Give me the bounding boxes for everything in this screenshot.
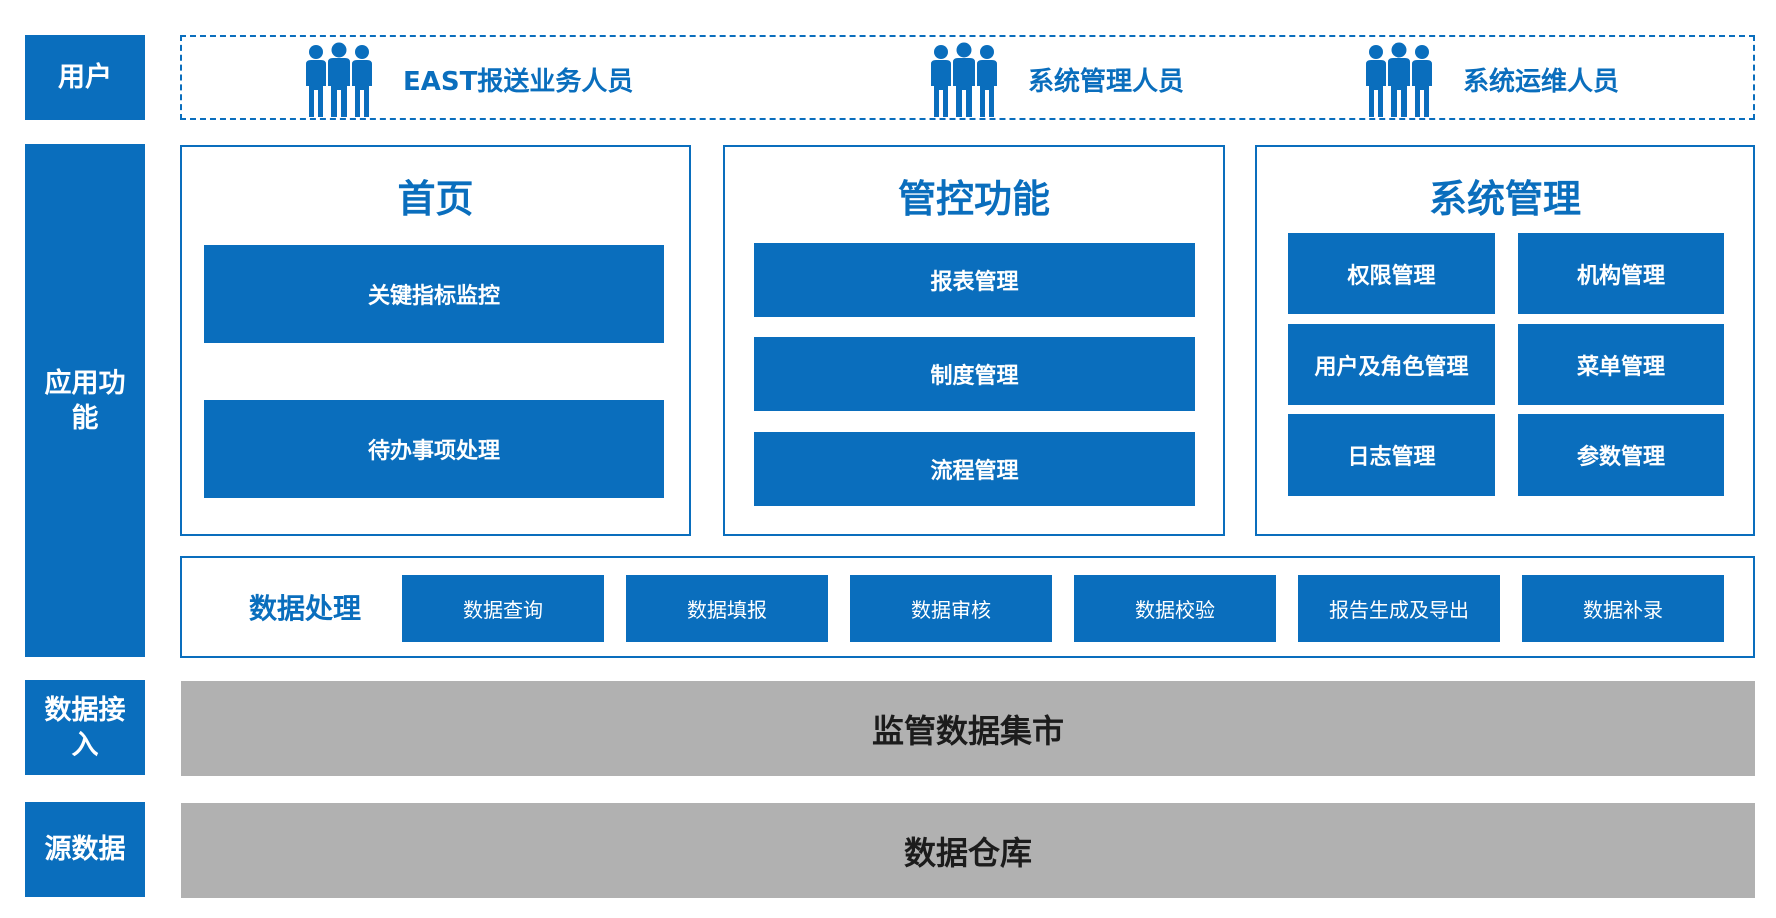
control-item-policy[interactable]: 制度管理 — [754, 337, 1195, 411]
processing-item-query[interactable]: 数据查询 — [402, 575, 604, 642]
user-label-ops: 系统运维人员 — [1463, 67, 1620, 97]
data-mart-band: 监管数据集市 — [181, 681, 1755, 776]
user-group-sysadmin: 系统管理人员 — [928, 42, 1184, 117]
processing-item-validate[interactable]: 数据校验 — [1074, 575, 1276, 642]
layer-label-source: 源数据 — [25, 802, 145, 897]
panel-control-title: 管控功能 — [897, 176, 1050, 221]
processing-item-audit[interactable]: 数据审核 — [850, 575, 1052, 642]
people-group-icon — [931, 42, 997, 117]
layer-label-user: 用户 — [25, 35, 145, 120]
layer-label-data-access-text: 数据接入 — [44, 694, 126, 761]
home-item-kpi-monitor[interactable]: 关键指标监控 — [204, 245, 664, 343]
system-item-user-role[interactable]: 用户及角色管理 — [1288, 324, 1495, 405]
system-item-param[interactable]: 参数管理 — [1518, 414, 1724, 496]
people-group-icon — [306, 42, 372, 117]
panel-system-title: 系统管理 — [1428, 176, 1581, 221]
system-item-org[interactable]: 机构管理 — [1518, 233, 1724, 314]
data-warehouse-label: 数据仓库 — [903, 833, 1032, 872]
processing-item-fill[interactable]: 数据填报 — [626, 575, 828, 642]
control-item-process[interactable]: 流程管理 — [754, 432, 1195, 506]
system-item-menu[interactable]: 菜单管理 — [1518, 324, 1724, 405]
layer-label-application: 应用功能 — [25, 144, 145, 657]
data-processing-title: 数据处理 — [248, 592, 361, 625]
user-label-east: EAST报送业务人员 — [403, 67, 634, 97]
data-mart-label: 监管数据集市 — [871, 711, 1064, 750]
layer-label-application-text: 应用功能 — [44, 367, 126, 434]
panel-home-title: 首页 — [397, 176, 474, 221]
layer-label-source-text: 源数据 — [44, 834, 126, 865]
user-group-ops: 系统运维人员 — [1363, 42, 1619, 117]
user-group-east: EAST报送业务人员 — [303, 42, 633, 117]
user-band — [180, 35, 1755, 120]
layer-label-data-access: 数据接入 — [25, 680, 145, 775]
system-item-log[interactable]: 日志管理 — [1288, 414, 1495, 496]
system-item-permission[interactable]: 权限管理 — [1288, 233, 1495, 314]
home-item-todo[interactable]: 待办事项处理 — [204, 400, 664, 498]
control-item-report[interactable]: 报表管理 — [754, 243, 1195, 317]
data-warehouse-band: 数据仓库 — [181, 803, 1755, 898]
user-label-sysadmin: 系统管理人员 — [1028, 67, 1185, 97]
processing-item-report-export[interactable]: 报告生成及导出 — [1298, 575, 1500, 642]
people-group-icon — [1366, 42, 1432, 117]
processing-item-supplement[interactable]: 数据补录 — [1522, 575, 1724, 642]
layer-label-user-text: 用户 — [58, 62, 112, 93]
